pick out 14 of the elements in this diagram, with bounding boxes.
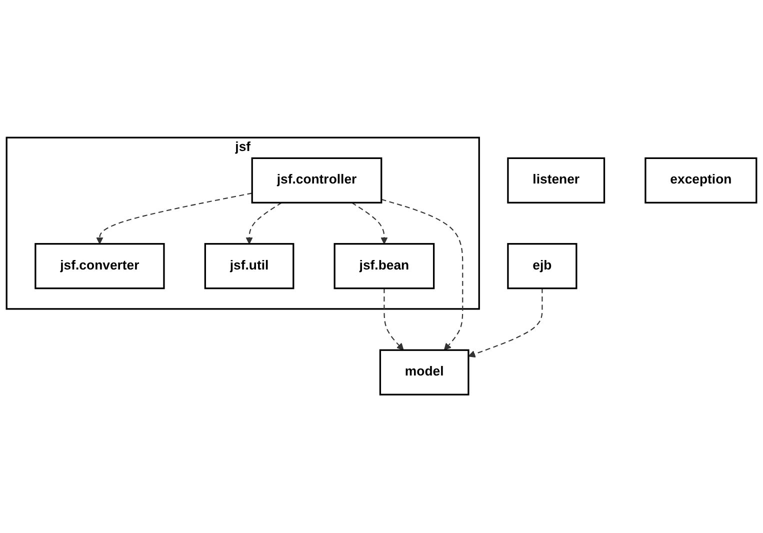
node-box: model bbox=[379, 350, 470, 396]
node-box: exception bbox=[644, 158, 758, 204]
arrow bbox=[351, 202, 388, 245]
node-box: jsf.converter bbox=[34, 243, 165, 290]
arrow bbox=[468, 288, 543, 358]
arrow bbox=[384, 288, 404, 351]
arrow bbox=[96, 193, 252, 245]
arrow bbox=[381, 199, 464, 351]
arrow bbox=[246, 202, 282, 245]
node-box: jsf.controller bbox=[251, 158, 382, 204]
node-box: jsf.bean bbox=[334, 243, 435, 290]
node-box: listener bbox=[507, 158, 606, 204]
node-box: ejb bbox=[507, 243, 578, 290]
node-box: jsf.util bbox=[204, 243, 294, 290]
